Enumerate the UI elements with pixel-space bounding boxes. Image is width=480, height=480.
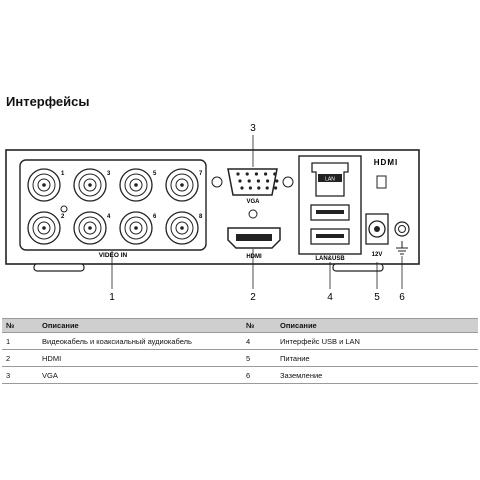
- bnc-connector-icon: [165, 211, 199, 245]
- bnc-connector-icon: [73, 211, 107, 245]
- vga-screw-left-icon: [211, 176, 223, 188]
- row-description: VGA: [38, 366, 242, 384]
- bnc-connector-icon: [119, 211, 153, 245]
- row-description: Видеокабель и коаксиальный аудиокабель: [38, 332, 242, 350]
- channel-number: 2: [61, 214, 65, 220]
- vga-pin: [265, 186, 269, 190]
- vga-pins: [236, 172, 279, 190]
- hdmi-label: HDMI: [246, 254, 262, 260]
- callout-lines: [111, 135, 403, 289]
- vga-label: VGA: [246, 199, 260, 205]
- row-number: 1: [2, 332, 38, 350]
- table-row: 1 Видеокабель и коаксиальный аудиокабель…: [2, 332, 478, 350]
- vga-pin: [256, 179, 260, 183]
- vga-port: [227, 168, 278, 196]
- video-in-label: VIDEO IN: [99, 252, 128, 259]
- interfaces-table: № Описание № Описание 1 Видеокабель и ко…: [2, 318, 478, 384]
- header-number-2: №: [242, 318, 276, 333]
- header-description-1: Описание: [38, 318, 242, 333]
- panel-slot: [376, 175, 387, 189]
- vga-pin: [240, 186, 244, 190]
- header-number-1: №: [2, 318, 38, 333]
- bnc-connector-icon: [27, 211, 61, 245]
- channel-number: 4: [107, 214, 111, 220]
- row-number: 3: [2, 366, 38, 384]
- video-in-block: [19, 159, 207, 251]
- vga-pin: [257, 186, 261, 190]
- channel-number: 6: [153, 214, 157, 220]
- header-description-2: Описание: [276, 318, 478, 333]
- table-header-row: № Описание № Описание: [2, 318, 478, 333]
- bnc-connector-icon: [73, 168, 107, 202]
- vga-pin: [275, 179, 279, 183]
- bnc-connector-icon: [27, 168, 61, 202]
- vga-pin: [247, 179, 251, 183]
- vga-pin: [245, 172, 249, 176]
- section-title: Интерфейсы: [6, 94, 90, 109]
- hdmi-port-inner: [236, 234, 272, 241]
- row-number: 5: [242, 349, 276, 367]
- panel-screw-mid-icon: [248, 209, 258, 219]
- panel-screw-icon: [60, 205, 68, 213]
- channel-number: 5: [153, 171, 157, 177]
- vga-pin: [238, 179, 242, 183]
- callout-6: 6: [399, 292, 405, 303]
- vga-pin: [248, 186, 252, 190]
- vga-pin: [273, 172, 277, 176]
- row-description: HDMI: [38, 349, 242, 367]
- device-foot-right: [332, 263, 384, 272]
- bnc-connector-icon: [165, 168, 199, 202]
- callout-5: 5: [374, 292, 380, 303]
- row-number: 2: [2, 349, 38, 367]
- channel-number: 7: [199, 171, 203, 177]
- table-row: 2 HDMI 5 Питание: [2, 349, 478, 367]
- vga-pin: [274, 186, 278, 190]
- row-description: Интерфейс USB и LAN: [276, 332, 478, 350]
- callout-4: 4: [327, 292, 333, 303]
- row-number: 4: [242, 332, 276, 350]
- lan-port-text: LAN: [325, 177, 335, 183]
- table-row: 3 VGA 6 Заземление: [2, 366, 478, 384]
- row-description: Заземление: [276, 366, 478, 384]
- vga-pin: [264, 172, 268, 176]
- vga-pin: [236, 172, 240, 176]
- bnc-connectors: 1 2 3 4 5 6 7 8: [27, 168, 203, 245]
- ground-symbol-icon: [396, 241, 408, 255]
- hdmi-logo: HDMI: [374, 158, 398, 167]
- vga-screw-right-icon: [282, 176, 294, 188]
- row-number: 6: [242, 366, 276, 384]
- bnc-connector-icon: [119, 168, 153, 202]
- power-label: 12V: [372, 252, 383, 258]
- callout-1: 1: [109, 292, 115, 303]
- vga-pin: [254, 172, 258, 176]
- lan-usb-label: LAN&USB: [315, 256, 345, 262]
- device-foot-left: [33, 263, 85, 272]
- channel-number: 8: [199, 214, 203, 220]
- callout-3: 3: [250, 123, 256, 134]
- row-description: Питание: [276, 349, 478, 367]
- rear-panel-diagram: 1 2 3 4 5 6 7 8 VIDEO IN VGA HDMI LAN LAN&USB H…: [5, 123, 420, 303]
- callout-2: 2: [250, 292, 256, 303]
- channel-number: 3: [107, 171, 111, 177]
- vga-pin: [266, 179, 270, 183]
- channel-number: 1: [61, 171, 65, 177]
